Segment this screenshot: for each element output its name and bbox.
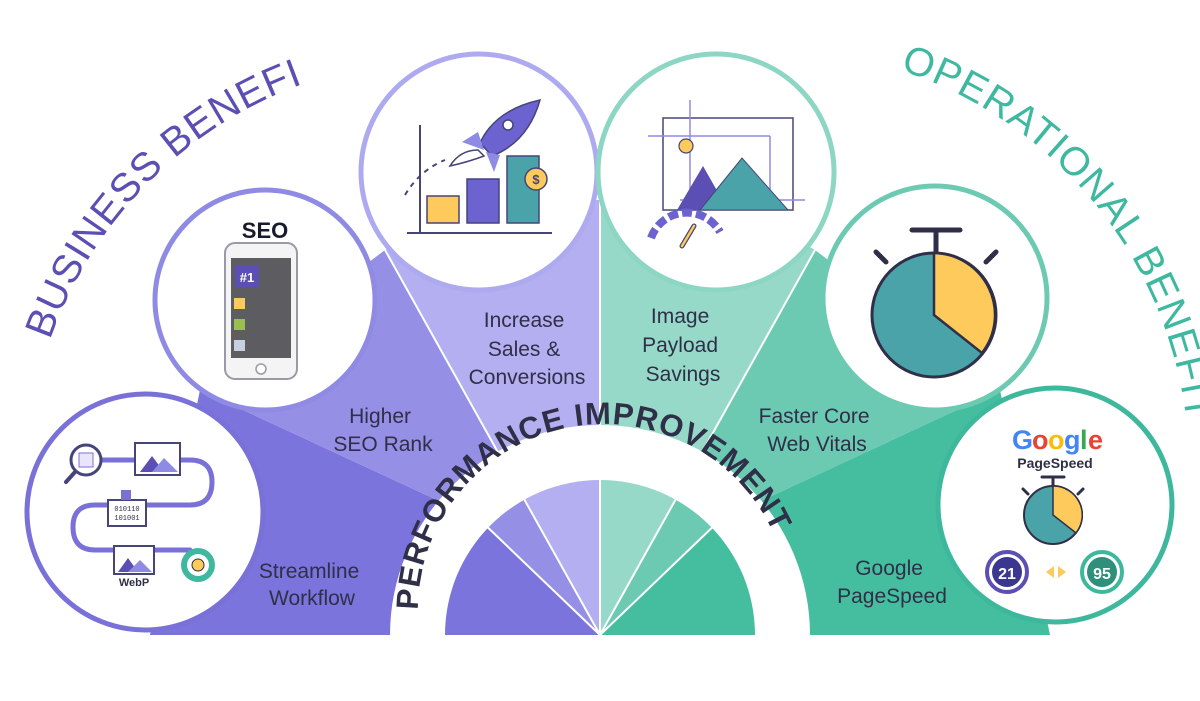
svg-text:l: l xyxy=(1080,425,1088,455)
svg-text:e: e xyxy=(1088,425,1103,455)
wedge-payload xyxy=(600,200,815,635)
label-pagespeed: Google PageSpeed xyxy=(837,557,947,608)
rocket-icon xyxy=(448,98,542,172)
svg-text:010110: 010110 xyxy=(114,506,139,514)
stopwatch-icon xyxy=(870,227,999,379)
circle-streamline: 010110 101001 WebP xyxy=(24,391,266,633)
label-vitals: Faster Core Web Vitals xyxy=(759,405,876,456)
label-payload: Image Payload Savings xyxy=(642,305,724,386)
label-streamline: Streamline Workflow xyxy=(259,560,365,610)
svg-text:g: g xyxy=(1064,425,1081,455)
svg-text:21: 21 xyxy=(998,566,1016,583)
circle-pagespeed: G o o g l e PageSpeed 21 95 xyxy=(935,385,1175,625)
label-seo-rank: Higher SEO Rank xyxy=(333,405,433,456)
label-sales: Increase Sales & Conversions xyxy=(469,309,586,389)
arrows-icon xyxy=(1046,566,1066,578)
circle-seo: SEO #1 xyxy=(152,187,378,413)
wedge-streamline xyxy=(150,390,600,635)
speed-gauge-icon xyxy=(647,208,724,249)
circle-vitals xyxy=(820,183,1050,413)
wedge-sales xyxy=(385,200,600,635)
score-before-badge: 21 xyxy=(985,550,1029,594)
magnifier-icon xyxy=(64,443,103,484)
fan-separators xyxy=(384,200,816,636)
converter-icon: 010110 101001 xyxy=(107,490,147,527)
target-icon xyxy=(181,548,215,582)
center-arc-band xyxy=(390,425,810,635)
small-stopwatch-icon xyxy=(1021,475,1085,545)
svg-text:G: G xyxy=(1012,425,1033,455)
circle-payload xyxy=(595,51,837,293)
phone-icon: #1 xyxy=(224,242,298,380)
webp-image-icon: WebP xyxy=(113,545,155,589)
pagespeed-word: PageSpeed xyxy=(1017,455,1092,471)
svg-text:WebP: WebP xyxy=(119,577,149,589)
svg-text:#1: #1 xyxy=(240,270,254,285)
score-after-badge: 95 xyxy=(1080,550,1124,594)
svg-text:95: 95 xyxy=(1093,566,1111,583)
svg-text:o: o xyxy=(1032,425,1049,455)
svg-text:o: o xyxy=(1048,425,1065,455)
image-frame-icon xyxy=(134,442,181,476)
bar-growth-icon: $ xyxy=(404,125,552,234)
google-logo: G o o g l e xyxy=(1012,425,1103,455)
circle-sales: $ xyxy=(358,51,600,293)
seo-title: SEO xyxy=(242,218,288,243)
image-compress-icon xyxy=(648,100,805,211)
svg-text:101001: 101001 xyxy=(114,515,139,523)
wedge-pagespeed xyxy=(600,390,1050,635)
svg-text:$: $ xyxy=(532,172,540,187)
